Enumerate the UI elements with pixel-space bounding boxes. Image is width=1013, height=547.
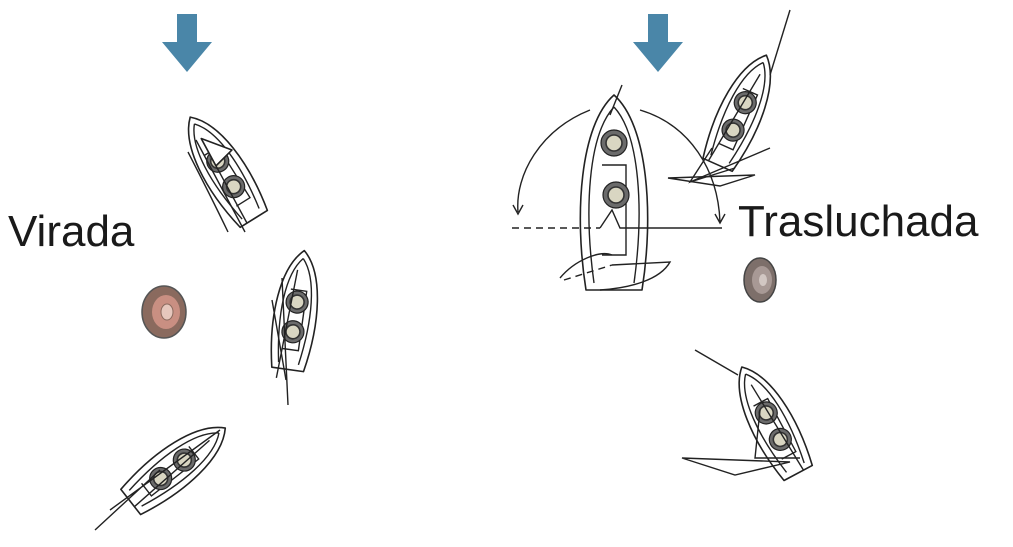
- gybe-mark-buoy-icon: [744, 258, 776, 302]
- tack-label: Virada: [8, 210, 134, 254]
- gybe-label: Trasluchada: [738, 200, 979, 244]
- tack-boat-1: [172, 106, 272, 230]
- tack-mark-buoy-icon: [142, 286, 186, 338]
- gybe-swing-arc-right: [640, 110, 720, 222]
- tack-boat-3: [118, 411, 239, 518]
- gybe-swing-arc-left: [518, 110, 590, 212]
- gybe-boat-2: [580, 85, 647, 290]
- gybe-boat-3: [723, 357, 817, 483]
- wind-arrow-gybe-icon: [633, 14, 683, 72]
- wind-arrow-tack-icon: [162, 14, 212, 72]
